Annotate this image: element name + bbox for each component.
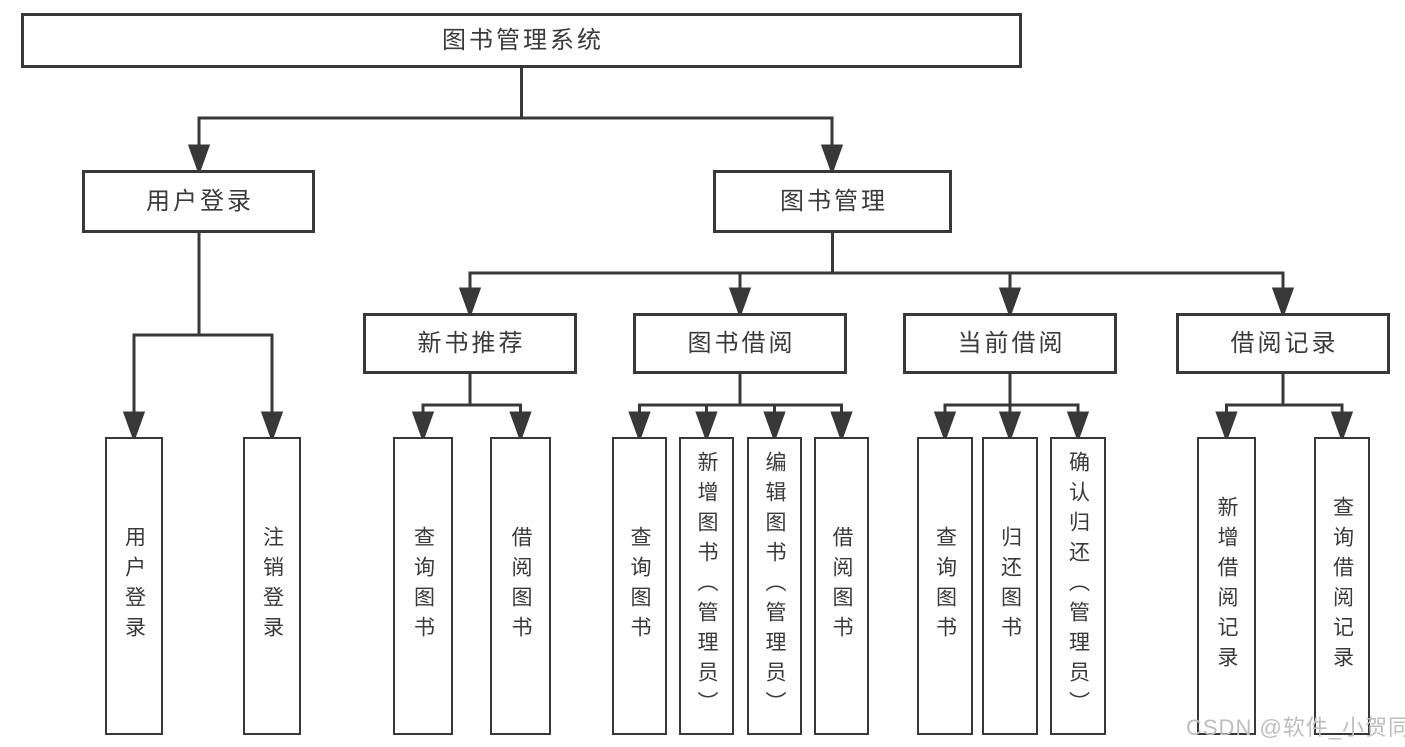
leaf-edit-book-admin-label: 编辑图书（管理员） bbox=[763, 451, 787, 721]
leaf-add-borrow-record-label: 新增借阅记录 bbox=[1215, 496, 1239, 676]
arrowhead-leaf bbox=[509, 403, 532, 443]
leaf-query-books-3: 查询图书 bbox=[917, 437, 973, 735]
leaf-borrow-books-2: 借阅图书 bbox=[814, 437, 869, 735]
node-borrow-records-label: 借阅记录 bbox=[1230, 329, 1339, 357]
leaf-borrow-books-1-label: 借阅图书 bbox=[509, 526, 533, 646]
arrowhead-leaf bbox=[1066, 403, 1090, 443]
node-book-borrow: 图书借阅 bbox=[633, 313, 847, 374]
leaf-return-books: 归还图书 bbox=[982, 437, 1038, 735]
leaf-borrow-books-1: 借阅图书 bbox=[490, 437, 551, 735]
arrowhead-current-borrow bbox=[998, 271, 1022, 319]
leaf-query-books-1-label: 查询图书 bbox=[411, 526, 435, 646]
arrowhead-leaf-user-login bbox=[122, 333, 146, 443]
connector-book-borrow-to-children bbox=[628, 371, 853, 443]
connector-new-books-to-children bbox=[411, 371, 532, 443]
node-user-login-label: 用户登录 bbox=[146, 187, 254, 215]
node-borrow-records: 借阅记录 bbox=[1176, 313, 1390, 374]
node-user-login: 用户登录 bbox=[82, 170, 315, 233]
arrowhead-leaf bbox=[695, 403, 718, 443]
arrowhead-leaf-logout bbox=[260, 333, 284, 443]
leaf-confirm-return-admin-label: 确认归还（管理员） bbox=[1066, 451, 1090, 721]
leaf-query-borrow-record-label: 查询借阅记录 bbox=[1330, 496, 1354, 676]
arrowhead-leaf bbox=[998, 403, 1022, 443]
arrowhead-leaf bbox=[763, 403, 786, 443]
leaf-user-login: 用户登录 bbox=[105, 437, 163, 735]
leaf-query-books-2: 查询图书 bbox=[612, 437, 667, 735]
leaf-add-book-admin-label: 新增图书（管理员） bbox=[695, 451, 719, 721]
arrowhead-borrow-records bbox=[1271, 271, 1295, 319]
arrowhead-leaf bbox=[1330, 403, 1354, 443]
leaf-query-books-1: 查询图书 bbox=[393, 437, 453, 735]
arrowhead-leaf bbox=[628, 403, 651, 443]
arrowhead-leaf bbox=[830, 403, 853, 443]
leaf-borrow-books-2-label: 借阅图书 bbox=[830, 526, 854, 646]
csdn-watermark: CSDN @软件_小贺同学 bbox=[1186, 715, 1405, 740]
arrowhead-user-login bbox=[187, 116, 211, 176]
arrowhead-leaf bbox=[933, 403, 957, 443]
leaf-user-login-label: 用户登录 bbox=[122, 526, 146, 646]
node-current-borrow: 当前借阅 bbox=[903, 313, 1117, 374]
leaf-query-books-3-label: 查询图书 bbox=[933, 526, 957, 646]
node-book-management: 图书管理 bbox=[713, 170, 952, 233]
leaf-confirm-return-admin: 确认归还（管理员） bbox=[1050, 437, 1106, 735]
arrowhead-leaf bbox=[1215, 403, 1238, 443]
connector-borrow-records-to-children bbox=[1215, 371, 1354, 443]
node-book-borrow-label: 图书借阅 bbox=[687, 329, 796, 357]
node-book-management-label: 图书管理 bbox=[780, 187, 888, 215]
leaf-logout-label: 注销登录 bbox=[260, 526, 284, 646]
leaf-logout: 注销登录 bbox=[243, 437, 301, 735]
leaf-add-borrow-record: 新增借阅记录 bbox=[1197, 437, 1256, 735]
arrowhead-book-borrow bbox=[728, 271, 752, 319]
leaf-add-book-admin: 新增图书（管理员） bbox=[679, 437, 734, 735]
leaf-edit-book-admin: 编辑图书（管理员） bbox=[747, 437, 802, 735]
node-root-label: 图书管理系统 bbox=[442, 26, 604, 54]
node-current-borrow-label: 当前借阅 bbox=[957, 329, 1066, 357]
arrowhead-book-management bbox=[820, 116, 844, 176]
node-new-books: 新书推荐 bbox=[363, 313, 577, 374]
connector-book-management-to-level3 bbox=[458, 231, 1295, 319]
connector-current-borrow-to-children bbox=[933, 371, 1090, 443]
arrowhead-leaf bbox=[411, 403, 435, 443]
node-new-books-label: 新书推荐 bbox=[417, 329, 526, 357]
leaf-query-borrow-record: 查询借阅记录 bbox=[1314, 437, 1370, 735]
arrowhead-new-books bbox=[458, 271, 482, 319]
node-root: 图书管理系统 bbox=[21, 13, 1022, 68]
leaf-return-books-label: 归还图书 bbox=[998, 526, 1022, 646]
connector-user-login-to-children bbox=[122, 231, 284, 443]
leaf-query-books-2-label: 查询图书 bbox=[628, 526, 652, 646]
connector-root-to-level2 bbox=[187, 66, 844, 176]
